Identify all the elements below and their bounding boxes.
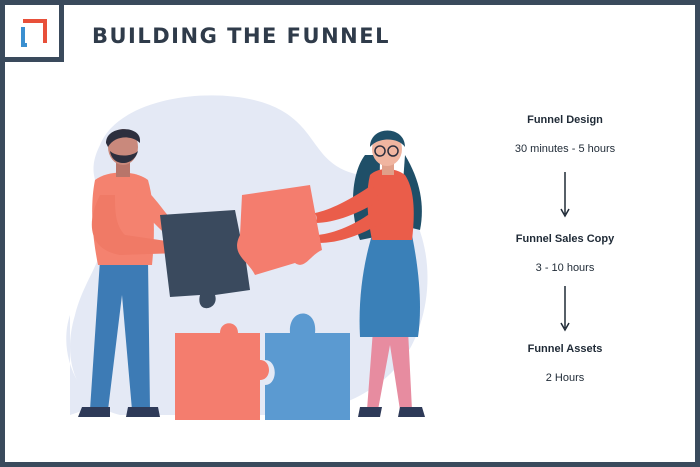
puzzle-piece-coral-bottom [175,323,269,420]
logo [0,0,64,62]
page-title: BUILDING THE FUNNEL [92,24,390,48]
puzzle-piece-coral-top [237,185,322,275]
frame-border-top [60,0,700,5]
puzzle-piece-blue [265,313,350,420]
bracket-logo-icon [21,19,47,47]
arrow-down-icon [560,172,570,218]
step-3-title: Funnel Assets [527,343,603,355]
puzzle-illustration [66,95,428,420]
background-blob-accent [66,315,100,415]
step-2-title: Funnel Sales Copy [515,233,615,245]
step-1-duration: 30 minutes - 5 hours [514,143,616,155]
frame-border-bottom [0,462,700,467]
frame-border-left [0,60,5,467]
step-1-title: Funnel Design [527,114,603,126]
step-2-duration: 3 - 10 hours [535,262,595,274]
arrow-down-icon [560,286,570,332]
frame-border-right [695,0,700,467]
step-3-duration: 2 Hours [545,372,585,384]
woman-figure [307,130,425,417]
puzzle-piece-navy [160,210,255,309]
puzzle-pieces [160,185,350,420]
